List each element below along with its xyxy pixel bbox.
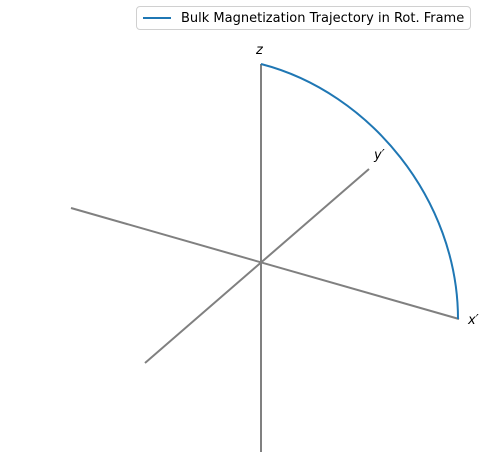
legend-label: Bulk Magnetization Trajectory in Rot. Fr…	[181, 10, 465, 26]
z-axis-label: z	[255, 43, 264, 58]
legend-swatch	[143, 17, 171, 19]
magnetization-trajectory-curve	[260, 63, 459, 320]
y-prime-axis-label: y′	[373, 148, 385, 163]
x-prime-axis-label: x′	[467, 313, 479, 328]
y-prime-axis-line	[144, 168, 370, 364]
legend: Bulk Magnetization Trajectory in Rot. Fr…	[136, 6, 472, 30]
x-prime-axis-line	[70, 207, 460, 320]
